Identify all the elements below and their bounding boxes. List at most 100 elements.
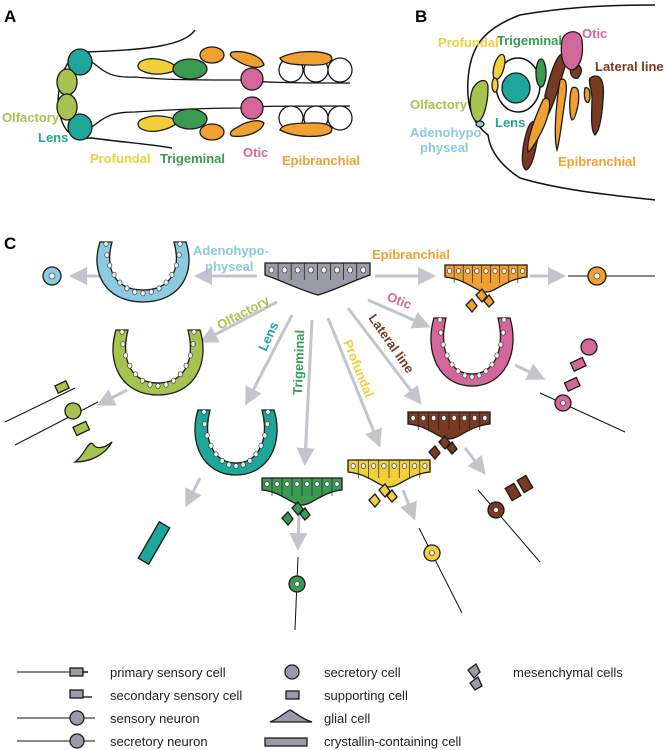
label-lens: Lens	[38, 130, 68, 145]
epibranchial-placode-2-top	[229, 50, 265, 68]
legend-label: glial cell	[324, 711, 370, 726]
legend-label: crystallin-containing cell	[324, 734, 461, 749]
panel-c: C Adenohypo- physeal Epi	[4, 234, 655, 631]
label-adeno-c1: Adenohypo-	[193, 243, 269, 258]
legend-label: secretory neuron	[110, 734, 208, 749]
trigeminal-placode-b	[535, 58, 547, 88]
epibranchial-placode-1-bottom	[199, 123, 225, 141]
arrow-lateral-line	[346, 307, 422, 405]
lens-placode-bottom	[67, 113, 93, 141]
panel-c-letter: C	[4, 234, 16, 253]
adenohypophyseal-placode-b	[475, 120, 485, 128]
label-profundal: Profundal	[90, 151, 151, 166]
neural-fold-top	[91, 61, 351, 84]
panel-b-letter: B	[415, 7, 427, 26]
lens-crystallin-cell	[137, 520, 171, 566]
arrow-olfactory-derivative	[96, 388, 128, 406]
neural-plate-outline-bottom	[57, 99, 173, 149]
panel-a: A Olfactory Lens	[2, 7, 360, 168]
epibranchial-sensory-neuron	[568, 266, 655, 286]
label-epibranchial-c: Epibranchial	[372, 247, 450, 262]
legend-label: sensory neuron	[110, 711, 200, 726]
epibranchial-placode	[444, 264, 528, 314]
epibranchial-placode-b1	[527, 97, 551, 153]
mesenchymal-cells-icon	[467, 663, 483, 691]
lateral-line-derivatives	[477, 474, 541, 563]
label-profundal-b: Profundal	[438, 35, 499, 50]
label-epibranchial: Epibranchial	[282, 153, 360, 168]
trigeminal-placode-top	[172, 58, 208, 80]
olfactory-derivatives	[4, 379, 113, 463]
panel-b: B Profundal Trigeminal Otic Lateral line…	[410, 4, 664, 201]
label-otic-b: Otic	[582, 26, 607, 41]
epibranchial-placode-b3	[569, 86, 580, 121]
glial-cell-icon	[269, 709, 313, 723]
profundal-placode-bottom	[137, 115, 179, 132]
epibranchial-placode-3-bottom	[279, 122, 333, 138]
label-adeno-b1: Adenohypo	[410, 125, 482, 140]
legend-label: mesenchymal cells	[513, 665, 623, 680]
label-olfactory-b: Olfactory	[410, 97, 468, 112]
lens-placode-b	[501, 72, 531, 104]
olfactory-placode	[112, 329, 204, 396]
lateral-line-placode	[407, 411, 491, 461]
adenohypophyseal-placode	[96, 241, 190, 303]
trigeminal-placode-bottom	[172, 108, 208, 130]
adeno-secretory-cell	[42, 266, 62, 286]
label-adeno-c2: physeal	[205, 259, 253, 274]
olfactory-placode-bottom	[56, 93, 78, 121]
arrow-otic-derivative	[514, 363, 546, 380]
label-otic: Otic	[243, 145, 268, 160]
arrow-profundal	[326, 317, 382, 448]
secondary-sensory-cell-icon	[69, 689, 92, 699]
label-olfactory: Olfactory	[2, 110, 60, 125]
trigeminal-placode	[261, 477, 343, 527]
lens-placode	[194, 409, 278, 476]
neural-fold-bottom	[91, 105, 351, 128]
lineage-arrows	[69, 267, 566, 551]
lens-placode-top	[67, 48, 93, 76]
primary-sensory-cell-icon	[17, 667, 88, 677]
preplacodal-ectoderm	[264, 262, 371, 296]
olfactory-placode-top	[56, 68, 78, 96]
profundal-placode-top	[137, 58, 179, 75]
crystallin-cell-icon	[264, 737, 308, 747]
secretory-neuron-icon	[17, 733, 95, 749]
epibranchial-placode-3-top	[279, 50, 333, 66]
legend-label: primary sensory cell	[110, 665, 226, 680]
label-trigeminal: Trigeminal	[160, 151, 225, 166]
arrow-profundal-derivative	[400, 489, 417, 521]
trigeminal-sensory-neuron	[288, 556, 306, 631]
label-lens-c: Lens	[255, 319, 281, 353]
label-trigeminal-c: Trigeminal	[290, 330, 307, 396]
arrow-lens-derivative	[185, 477, 202, 508]
secretory-cell-icon	[284, 664, 300, 680]
label-trigeminal-b: Trigeminal	[497, 33, 562, 48]
legend-label: supporting cell	[324, 688, 408, 703]
arrow-trigeminal-derivative	[289, 514, 308, 551]
otic-placode-bottom	[240, 96, 264, 120]
arrow-lateral-line-derivative	[463, 447, 486, 475]
somite	[327, 57, 353, 83]
otic-placode-b	[560, 31, 584, 71]
label-lateral-line-b: Lateral line	[595, 59, 664, 74]
legend-label: secondary sensory cell	[110, 688, 242, 703]
label-adeno-b2: physeal	[420, 140, 468, 155]
olfactory-placode-b	[469, 79, 489, 123]
arrow-otic	[367, 298, 431, 329]
otic-derivatives	[539, 338, 626, 433]
arrow-lens	[245, 314, 294, 406]
panel-a-letter: A	[4, 7, 16, 26]
profundal-placode-b2	[491, 77, 499, 93]
epibranchial-placode-b2	[554, 78, 567, 153]
label-lens-b: Lens	[495, 115, 525, 130]
legend-label: secretory cell	[324, 665, 401, 680]
epibranchial-placode-b4	[583, 87, 591, 104]
legend: primary sensory cell secondary sensory c…	[17, 663, 623, 749]
supporting-cell-icon	[285, 690, 300, 700]
otic-placode-top	[240, 67, 264, 91]
arrow-olfactory	[199, 300, 278, 343]
label-epibranchial-b: Epibranchial	[558, 154, 636, 169]
profundal-placode	[347, 459, 431, 509]
